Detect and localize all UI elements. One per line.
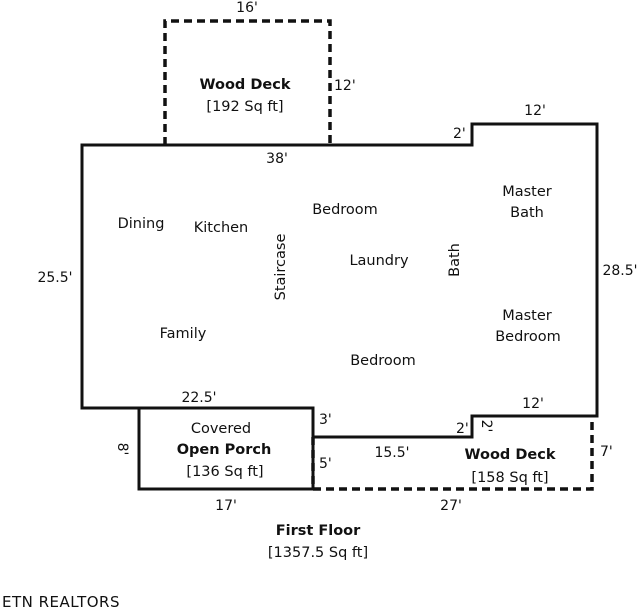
top-deck-depth: 12' — [334, 78, 356, 94]
porch-depth: 8' — [114, 443, 130, 456]
dim-top-right: 12' — [524, 103, 546, 119]
room-bedroom-top: Bedroom — [312, 202, 378, 218]
room-bath: Bath — [447, 243, 463, 277]
room-bedroom-bottom: Bedroom — [350, 353, 416, 369]
dim-bottom-step: 2' — [456, 421, 469, 437]
porch-width: 17' — [215, 498, 237, 514]
dim-bottom-right: 12' — [522, 396, 544, 412]
porch-name: Open Porch — [177, 442, 272, 458]
bottom-deck-depth: 7' — [600, 444, 613, 460]
dim-top-main: 38' — [266, 151, 288, 167]
room-master-bath-line2: Bath — [510, 205, 544, 221]
bottom-deck-name: Wood Deck — [465, 447, 556, 463]
dim-top-step: 2' — [453, 126, 466, 142]
porch-outline — [137, 406, 315, 491]
bottom-deck-outline — [311, 416, 594, 491]
porch-line1: Covered — [191, 421, 251, 437]
top-deck-name: Wood Deck — [200, 77, 291, 93]
room-master-bedroom-line2: Bedroom — [495, 329, 561, 345]
top-deck-outline — [163, 19, 332, 145]
bottom-deck-area: [158 Sq ft] — [471, 470, 548, 486]
dim-left: 25.5' — [37, 270, 72, 286]
dim-bottom-step-vertical: 2' — [478, 420, 494, 433]
top-deck-width: 16' — [236, 0, 258, 16]
plan-title: First Floor — [276, 523, 361, 539]
dim-right: 28.5' — [602, 263, 637, 279]
dim-porch-step-lower: 5' — [319, 456, 332, 472]
house-outline — [80, 122, 599, 439]
dim-mid-bottom: 15.5' — [374, 445, 409, 461]
top-deck-area: [192 Sq ft] — [206, 99, 283, 115]
plan-total-area: [1357.5 Sq ft] — [268, 545, 368, 561]
dim-bottom-left: 22.5' — [181, 390, 216, 406]
bottom-deck-width: 27' — [440, 498, 462, 514]
room-master-bath-line1: Master — [502, 184, 552, 200]
watermark: ETN REALTORS — [2, 593, 120, 609]
room-kitchen: Kitchen — [194, 220, 249, 236]
dim-porch-step: 3' — [319, 412, 332, 428]
room-laundry: Laundry — [349, 253, 409, 269]
room-staircase: Staircase — [273, 234, 289, 301]
room-family: Family — [160, 326, 207, 342]
porch-area: [136 Sq ft] — [186, 464, 263, 480]
room-dining: Dining — [118, 216, 165, 232]
room-master-bedroom-line1: Master — [502, 308, 552, 324]
